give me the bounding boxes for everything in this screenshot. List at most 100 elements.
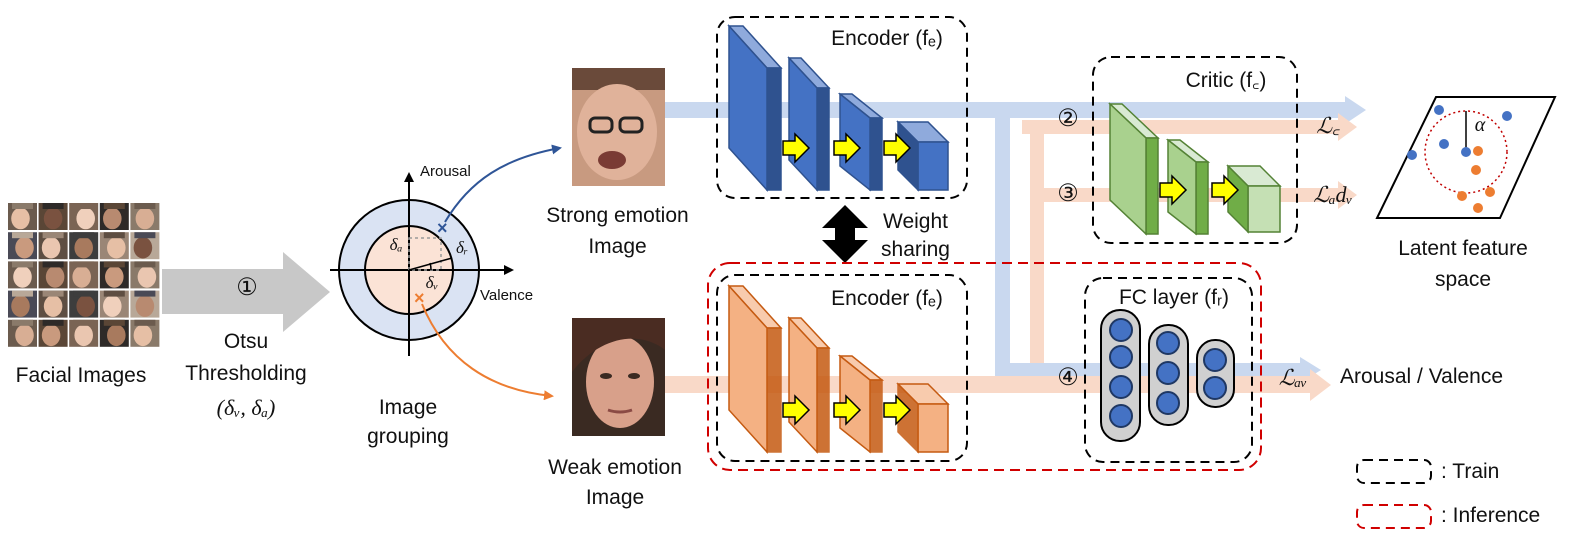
face-thumbnail xyxy=(69,232,99,260)
critic-layer-1 xyxy=(1108,102,1160,236)
encoder-top-layer-1 xyxy=(727,24,783,192)
latent-strong-points xyxy=(1407,105,1512,160)
marker-four: ④ xyxy=(1057,364,1079,391)
fc-nodes xyxy=(1109,318,1227,428)
step1-label-math: (δᵥ, δₐ) xyxy=(216,395,276,420)
encoder-bottom-box xyxy=(716,274,968,462)
image-grouping-plot: × × xyxy=(330,144,562,401)
face-thumbnail xyxy=(38,203,68,230)
latent-plane xyxy=(1375,96,1557,219)
face-thumbnail xyxy=(38,261,68,289)
inference-box xyxy=(707,262,1262,471)
encoder-top-layer-4 xyxy=(896,120,950,192)
alpha-label: α xyxy=(1474,114,1486,136)
strong-flow-branch xyxy=(995,110,1010,378)
encoder-bottom-layer-4 xyxy=(896,382,950,454)
marker-three: ③ xyxy=(1057,180,1079,207)
critic-label: Critic (f꜀) xyxy=(1185,69,1267,92)
latent-boundary xyxy=(1424,110,1508,194)
legend xyxy=(1356,459,1432,529)
latent-label-line1: Latent feature xyxy=(1398,237,1528,260)
latent-label-line2: space xyxy=(1434,268,1492,291)
delta-a-label: δₐ xyxy=(389,235,403,254)
face-thumbnail xyxy=(8,290,37,318)
fc-node xyxy=(1156,361,1180,385)
face-thumbnail xyxy=(69,261,99,289)
face-thumbnail xyxy=(130,261,160,289)
yellow-arrow-icon xyxy=(1159,174,1188,206)
encoder-bottom-label: Encoder (fₑ) xyxy=(831,287,943,310)
yellow-arrow-icon xyxy=(833,394,862,426)
legend-inference-swatch xyxy=(1356,504,1432,529)
arousal-label: Arousal xyxy=(420,163,471,180)
face-thumbnail xyxy=(38,290,68,318)
yellow-arrow-icon xyxy=(782,132,811,164)
weak-image-label-line1: Weak emotion xyxy=(548,456,682,479)
weight-sharing-line2: sharing xyxy=(881,238,950,261)
critic-layer-3 xyxy=(1226,164,1282,234)
yellow-arrow-icon xyxy=(833,132,862,164)
yellow-arrow-icon xyxy=(782,394,811,426)
encoder-top-box xyxy=(716,16,968,199)
grouping-label-line1: Image xyxy=(378,396,438,419)
face-thumbnail xyxy=(130,290,160,318)
loss-ladv-label: ℒₐdᵥ xyxy=(1313,182,1353,207)
encoder-top-layer-2 xyxy=(787,56,831,192)
weight-sharing-line1: Weight xyxy=(883,210,948,233)
face-thumbnail xyxy=(99,203,129,230)
face-thumbnail xyxy=(69,290,99,318)
loss-lav-label: ℒₐᵥ xyxy=(1278,365,1308,390)
yellow-arrow-icon xyxy=(883,132,912,164)
fc-node xyxy=(1203,348,1227,372)
critic-box xyxy=(1092,56,1298,244)
grouping-label-line2: grouping xyxy=(367,425,449,448)
fc-layer-box xyxy=(1084,277,1253,463)
face-thumbnail xyxy=(99,319,129,347)
facial-images-label: Facial Images xyxy=(15,364,147,387)
delta-v-label: δᵥ xyxy=(425,273,439,292)
face-thumbnail xyxy=(69,319,99,347)
weak-sample-marker: × xyxy=(414,288,425,308)
critic xyxy=(1092,56,1298,244)
face-thumbnail xyxy=(69,203,99,230)
latent-weak-points xyxy=(1457,146,1495,213)
loss-lc-label: ℒ꜀ xyxy=(1316,113,1340,138)
fc-node xyxy=(1156,391,1180,415)
fc-layer xyxy=(1084,277,1253,463)
face-thumbnail xyxy=(99,290,129,318)
weak-image-label-line2: Image xyxy=(585,486,645,509)
face-thumbnail xyxy=(99,232,129,260)
strong-emotion-image xyxy=(572,68,665,186)
encoder-bottom xyxy=(716,274,968,462)
yellow-arrow-icon xyxy=(1211,174,1240,206)
otsu-arrow xyxy=(162,252,330,332)
face-thumbnail xyxy=(130,232,160,260)
face-thumbnail xyxy=(38,232,68,260)
critic-layer-2 xyxy=(1165,138,1211,236)
delta-r-label: δᵣ xyxy=(455,238,469,257)
lc-flow-band xyxy=(1022,113,1357,141)
strong-image-label-line1: Strong emotion xyxy=(546,204,689,227)
face-thumbnail xyxy=(8,319,37,347)
legend-train-swatch xyxy=(1356,459,1432,484)
encoder-top-layer-3 xyxy=(837,92,885,192)
step1-marker: ① xyxy=(236,274,258,301)
yellow-arrow-icon xyxy=(883,394,912,426)
output-label: Arousal / Valence xyxy=(1340,365,1504,388)
encoder-top-label: Encoder (fₑ) xyxy=(831,27,943,50)
fc-layer-label: FC layer (fᵣ) xyxy=(1118,286,1230,309)
valence-label: Valence xyxy=(480,287,534,304)
angle-arc xyxy=(429,262,432,271)
strong-image-label-line2: Image xyxy=(588,235,647,258)
strong-group-arrow xyxy=(444,144,562,223)
fc-node xyxy=(1109,375,1133,399)
weak-flow-branch xyxy=(1030,127,1044,382)
encoder-bottom-layer-2 xyxy=(787,316,831,454)
fc-node xyxy=(1109,318,1133,342)
legend-inference-label: : Inference xyxy=(1441,504,1541,527)
facial-images-grid xyxy=(8,203,160,347)
marker-two: ② xyxy=(1057,105,1079,132)
encoder-top xyxy=(716,16,968,199)
step1-label-line1: Otsu xyxy=(223,330,269,353)
